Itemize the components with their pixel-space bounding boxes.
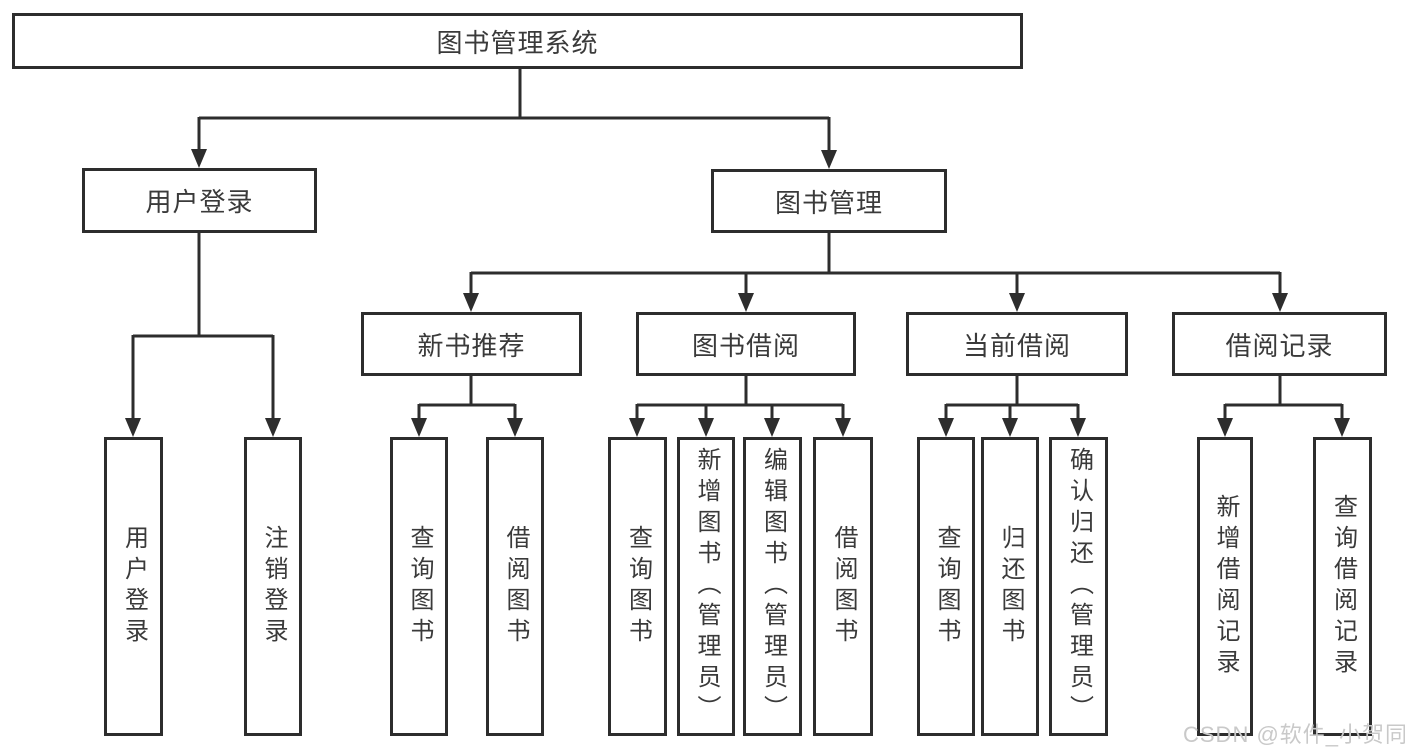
leaf-borrow-books-2-label: 借阅图书 (830, 524, 857, 649)
node-root: 图书管理系统 (12, 13, 1023, 69)
node-root-label: 图书管理系统 (436, 27, 599, 58)
leaf-user-login-label: 用户登录 (120, 524, 148, 649)
leaf-edit-book-admin-label: 编辑图书（管理员） (759, 447, 787, 726)
node-user-login-label: 用户登录 (145, 187, 254, 217)
node-current-borrow: 当前借阅 (906, 312, 1128, 376)
leaf-query-borrow-record-label: 查询借阅记录 (1329, 493, 1357, 680)
leaf-query-books-recommend: 查询图书 (390, 437, 448, 736)
leaf-query-books-current: 查询图书 (917, 437, 975, 736)
leaf-add-book-admin-label: 新增图书（管理员） (693, 447, 720, 726)
node-borrow-records-label: 借阅记录 (1225, 330, 1334, 361)
leaf-logout-label: 注销登录 (260, 524, 287, 649)
connector-book-borrow (629, 376, 851, 437)
node-current-borrow-label: 当前借阅 (962, 330, 1071, 361)
node-book-borrow-label: 图书借阅 (691, 330, 800, 361)
connector-root (191, 69, 837, 169)
leaf-add-borrow-record-label: 新增借阅记录 (1212, 493, 1239, 680)
node-book-management: 图书管理 (711, 169, 947, 233)
leaf-return-book-label: 归还图书 (997, 524, 1024, 649)
leaf-query-borrow-record: 查询借阅记录 (1313, 437, 1372, 736)
leaf-confirm-return-admin-label: 确认归还（管理员） (1065, 447, 1093, 726)
leaf-borrow-books-recommend-label: 借阅图书 (502, 524, 529, 649)
connector-new-book-recommend (411, 376, 523, 437)
leaf-confirm-return-admin: 确认归还（管理员） (1049, 437, 1108, 736)
connector-user-login (125, 233, 281, 437)
connector-borrow-records (1217, 376, 1350, 437)
leaf-return-book: 归还图书 (981, 437, 1039, 736)
node-book-borrow: 图书借阅 (636, 312, 856, 376)
leaf-query-books-recommend-label: 查询图书 (406, 524, 433, 649)
leaf-query-books-current-label: 查询图书 (933, 524, 960, 649)
watermark: CSDN @软件_小贺同学 (1183, 722, 1405, 747)
node-new-book-recommend: 新书推荐 (361, 312, 582, 376)
leaf-add-borrow-record: 新增借阅记录 (1197, 437, 1253, 736)
node-book-management-label: 图书管理 (774, 187, 883, 218)
leaf-user-login: 用户登录 (104, 437, 163, 736)
leaf-logout: 注销登录 (244, 437, 302, 736)
leaf-query-books-borrow: 查询图书 (608, 437, 667, 736)
node-borrow-records: 借阅记录 (1172, 312, 1387, 376)
leaf-query-books-borrow-label: 查询图书 (624, 524, 652, 649)
node-new-book-recommend-label: 新书推荐 (417, 330, 526, 361)
node-user-login: 用户登录 (82, 168, 317, 233)
leaf-borrow-books-recommend: 借阅图书 (486, 437, 544, 736)
connector-current-borrow (938, 376, 1086, 437)
leaf-edit-book-admin: 编辑图书（管理员） (743, 437, 802, 736)
leaf-add-book-admin: 新增图书（管理员） (677, 437, 735, 736)
leaf-borrow-books-2: 借阅图书 (813, 437, 873, 736)
connector-book-management (463, 233, 1288, 312)
